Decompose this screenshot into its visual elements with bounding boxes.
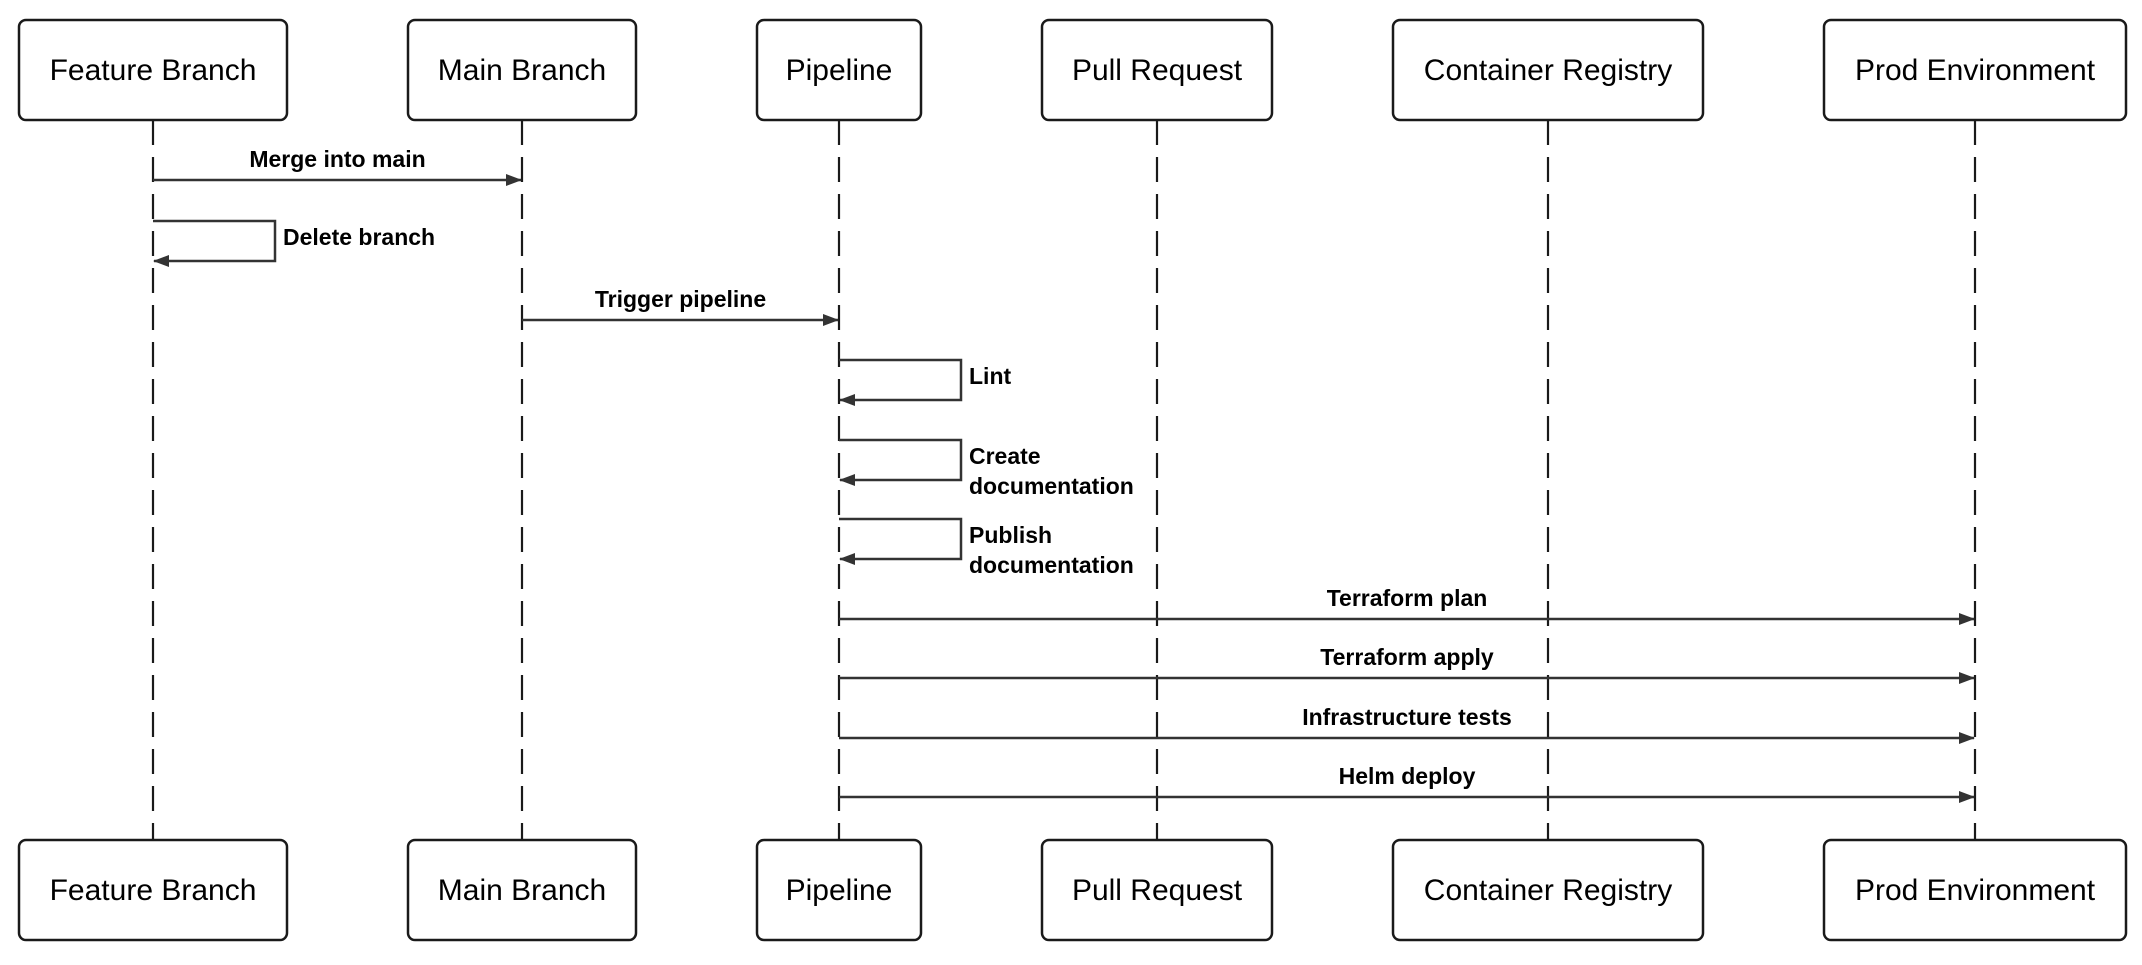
participant-box [1822,838,2128,942]
message-label: Trigger pipeline [595,286,766,312]
message-label: Infrastructure tests [1302,704,1512,730]
participant-label: Main Branch [438,54,606,87]
participant-pipeline-bottom: Pipeline [755,838,923,942]
participant-pr-top: Pull Request [1040,18,1274,122]
self-message-arrow [839,438,963,486]
participant-label: Main Branch [438,874,606,907]
participant-label: Feature Branch [50,874,257,907]
message-label: Publish [969,522,1052,548]
participant-label: Pipeline [786,54,893,87]
participant-prod-top: Prod Environment [1822,18,2128,122]
message-7: Terraform plan [839,585,1975,625]
participant-box [1822,18,2128,122]
participant-box [406,18,638,122]
message-label: Merge into main [249,146,425,172]
participant-registry-top: Container Registry [1391,18,1705,122]
message-label: Lint [969,363,1011,389]
participant-pipeline-top: Pipeline [755,18,923,122]
message-5: Create documentation [839,438,1134,499]
message-label: documentation [969,552,1134,578]
participant-box [755,838,923,942]
participant-feature-bottom: Feature Branch [17,838,289,942]
participant-box [1391,838,1705,942]
message-label: Delete branch [283,224,435,250]
participant-pr-bottom: Pull Request [1040,838,1274,942]
participant-box [1391,18,1705,122]
participant-prod-bottom: Prod Environment [1822,838,2128,942]
participant-box [1040,838,1274,942]
message-label: documentation [969,473,1134,499]
participant-box [17,838,289,942]
participant-main-bottom: Main Branch [406,838,638,942]
message-label: Create [969,443,1041,469]
participant-box [1040,18,1274,122]
message-6: Publish documentation [839,517,1134,578]
participant-label: Prod Environment [1855,874,2096,907]
participant-registry-bottom: Container Registry [1391,838,1705,942]
message-label: Helm deploy [1339,763,1476,789]
message-1: Merge into main [153,146,522,186]
message-8: Terraform apply [839,644,1975,684]
participant-feature-top: Feature Branch [17,18,289,122]
message-label: Terraform apply [1320,644,1494,670]
participant-box [17,18,289,122]
participant-label: Pipeline [786,874,893,907]
self-message-arrow [839,517,963,565]
self-message-arrow [839,358,963,406]
message-10: Helm deploy [839,763,1975,803]
message-label: Terraform plan [1327,585,1488,611]
message-2: Delete branch [153,219,435,267]
message-4: Lint [839,358,1011,406]
message-3: Trigger pipeline [522,286,839,326]
participant-label: Prod Environment [1855,54,2096,87]
participant-box [406,838,638,942]
participant-label: Pull Request [1072,54,1243,87]
self-message-arrow [153,219,277,267]
participant-label: Container Registry [1424,54,1672,87]
participant-label: Feature Branch [50,54,257,87]
participant-label: Container Registry [1424,874,1672,907]
participant-label: Pull Request [1072,874,1243,907]
message-9: Infrastructure tests [839,704,1975,744]
participant-main-top: Main Branch [406,18,638,122]
participant-box [755,18,923,122]
